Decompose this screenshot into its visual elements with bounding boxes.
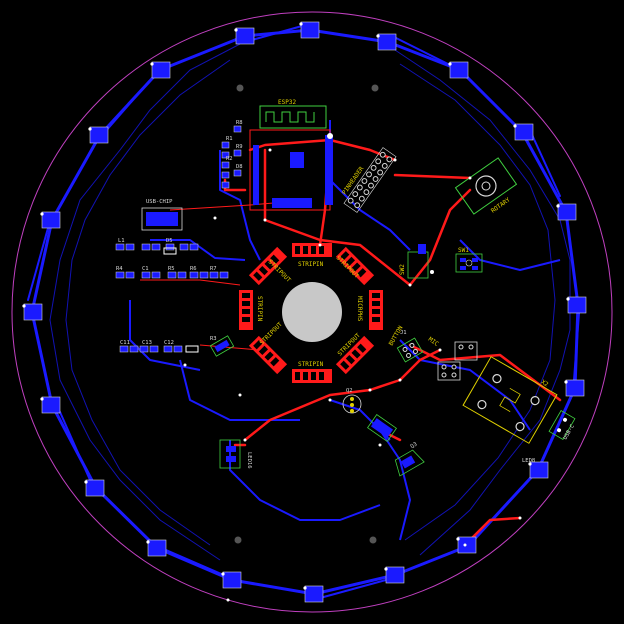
label-r6: R6 xyxy=(190,266,197,272)
label-stripin-top: STRIPIN xyxy=(298,261,324,268)
led-footprints xyxy=(23,21,587,603)
smd-outline-c12 xyxy=(185,345,199,353)
label-r3: R3 xyxy=(210,336,217,342)
mounting-holes xyxy=(234,84,379,544)
label-d8: D8 xyxy=(236,164,243,170)
label-r5: R5 xyxy=(168,266,175,272)
diode-pair xyxy=(367,414,397,442)
label-r9: R9 xyxy=(236,144,243,150)
connector-mic: MIC xyxy=(427,336,478,381)
label-led8: LED8 xyxy=(522,458,535,464)
esp32-module: ESP32 xyxy=(249,99,333,211)
label-j1: J1 xyxy=(400,330,407,336)
label-micrphs: MICRPHS xyxy=(356,296,363,322)
connector-led16: LED16 xyxy=(219,439,252,469)
label-r7: R7 xyxy=(210,266,217,272)
vias xyxy=(183,148,522,602)
label-led16: LED16 xyxy=(246,452,252,469)
connector-r3 xyxy=(209,335,235,357)
label-r4: R4 xyxy=(116,266,123,272)
label-x2: X2 xyxy=(540,379,550,389)
label-c1: C1 xyxy=(142,266,149,272)
label-stripin-bottom: STRIPIN xyxy=(298,361,324,368)
transistor-q2: Q2 xyxy=(342,388,362,414)
label-r2: R2 xyxy=(226,156,233,162)
transistor-q3: Q3 xyxy=(394,442,425,477)
label-sw1: SW1 xyxy=(458,247,469,254)
usb-chip: USB-CHIP xyxy=(141,199,183,231)
label-r8: R8 xyxy=(236,120,243,126)
label-c11: C11 xyxy=(120,340,130,346)
label-c12: C12 xyxy=(164,340,174,346)
label-d5: D5 xyxy=(166,238,173,244)
switch-sw1: SW1 xyxy=(455,247,483,273)
board-outline xyxy=(11,11,613,613)
label-stripin-left: STRIPIN xyxy=(256,296,263,322)
switch-sw2: SW2 xyxy=(399,244,434,279)
label-q2: Q2 xyxy=(346,388,353,394)
label-l1: L1 xyxy=(118,238,125,244)
label-usb-chip: USB-CHIP xyxy=(146,199,173,205)
label-q3: Q3 xyxy=(410,442,419,451)
led-pads xyxy=(22,22,570,590)
label-esp32: ESP32 xyxy=(278,99,296,106)
strip-connectors xyxy=(239,243,383,383)
passive-components xyxy=(115,125,242,353)
label-c13: C13 xyxy=(142,340,152,346)
usb-c-side xyxy=(548,410,576,440)
usb-c-x2: X2 xyxy=(462,356,558,444)
center-hole xyxy=(282,282,342,342)
label-sw2: SW2 xyxy=(399,264,406,275)
label-r1: R1 xyxy=(226,136,233,142)
smd-outline-d5 xyxy=(163,247,177,255)
